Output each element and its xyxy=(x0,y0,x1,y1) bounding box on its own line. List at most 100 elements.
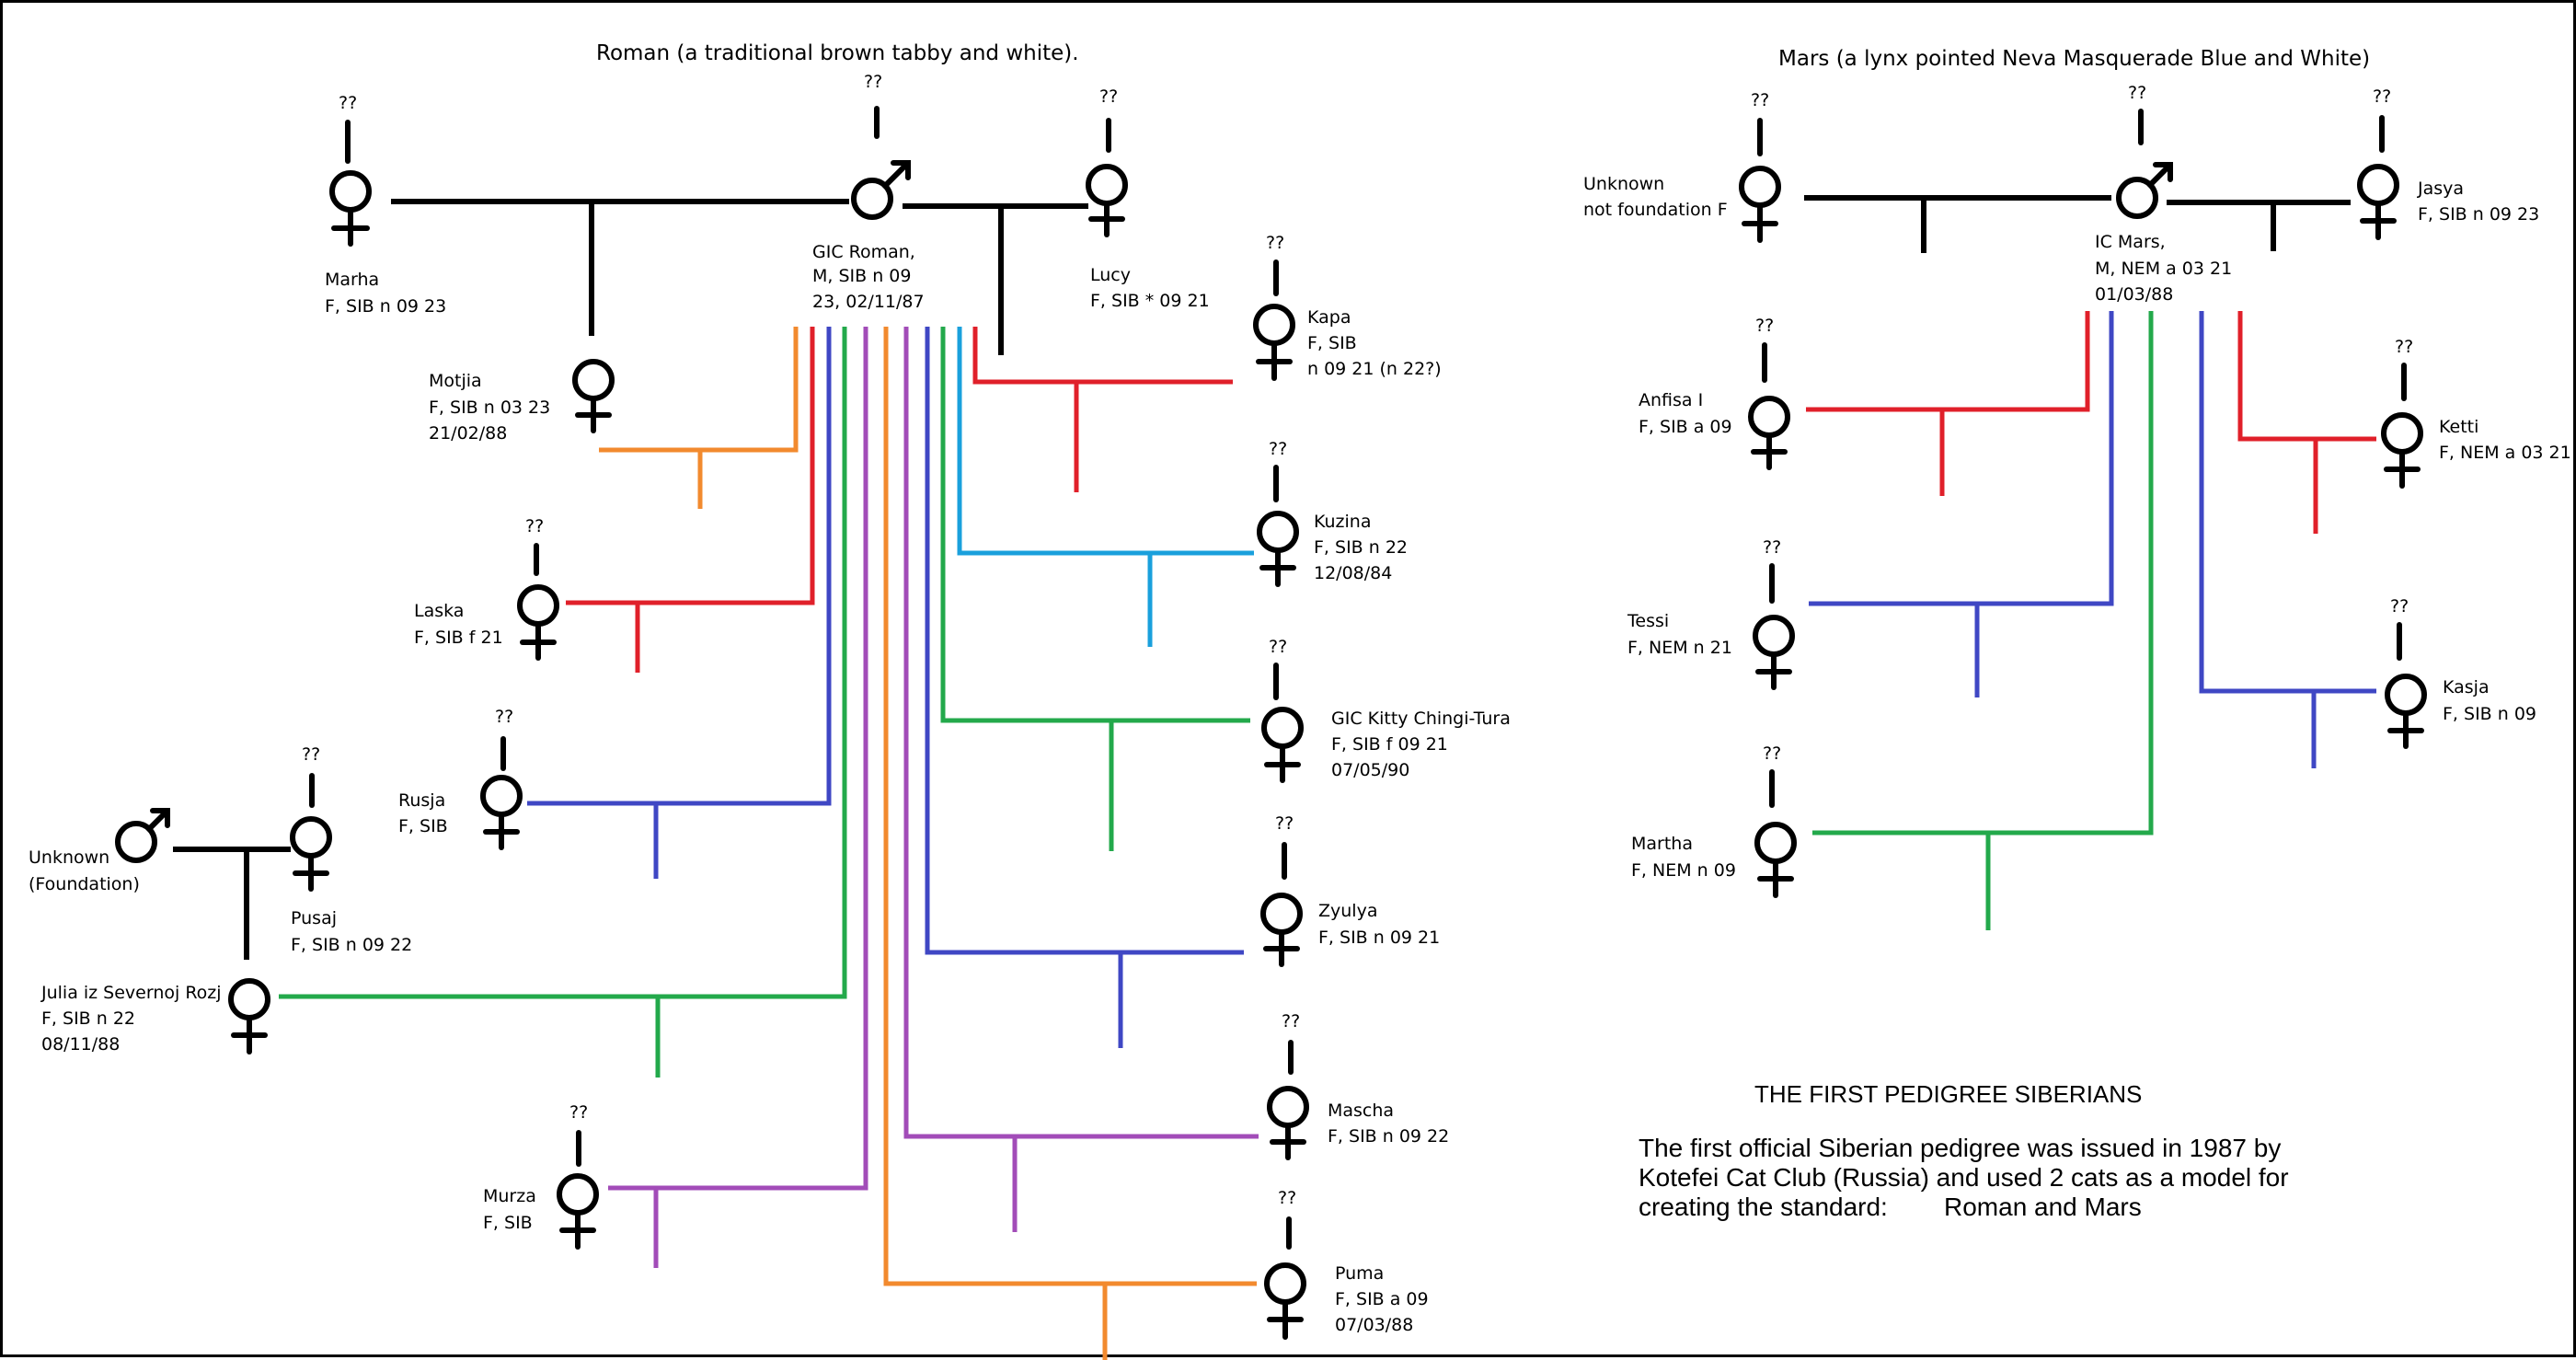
zyulya-reg: F, SIB n 09 21 xyxy=(1318,928,1440,948)
zyulya-unknown: ?? xyxy=(1275,813,1294,834)
roman-x-julia-line xyxy=(279,327,847,1078)
kuzina-unknown: ?? xyxy=(1269,439,1287,459)
roman-label-reg: M, SIB n 09 xyxy=(812,266,911,286)
murza-unknown: ?? xyxy=(569,1102,588,1123)
marha-name: Marha xyxy=(325,270,379,290)
kitty-female-symbol xyxy=(1261,663,1304,783)
anfisa-name: Anfisa I xyxy=(1639,390,1703,410)
kitty-reg: F, SIB f 09 21 xyxy=(1331,734,1448,755)
unknown-parent-name: Unknown xyxy=(1583,174,1664,194)
pedigree-diagram: Roman (a traditional brown tabby and whi… xyxy=(29,41,2571,1360)
zyulya-name: Zyulya xyxy=(1318,901,1377,921)
mars-label-date: 01/03/88 xyxy=(2095,284,2173,305)
roman-label-date: 23, 02/11/87 xyxy=(812,292,925,312)
ketti-unknown: ?? xyxy=(2395,337,2413,357)
ketti-female-symbol xyxy=(2381,363,2423,489)
mars-x-ketti-line xyxy=(2237,311,2376,534)
roman-label-name: GIC Roman, xyxy=(812,242,915,262)
unknown-parent-note: not foundation F xyxy=(1583,200,1728,220)
kitty-name: GIC Kitty Chingi-Tura xyxy=(1331,709,1511,729)
kuzina-name: Kuzina xyxy=(1314,512,1372,532)
mars-x-anfisa-line xyxy=(1806,311,2090,496)
lucy-reg: F, SIB * 09 21 xyxy=(1090,291,1210,311)
puma-name: Puma xyxy=(1335,1263,1384,1284)
roman-x-kitty-line xyxy=(940,327,1250,851)
kasja-reg: F, SIB n 09 xyxy=(2443,704,2536,724)
lucy-name: Lucy xyxy=(1090,265,1131,285)
roman-x-motjia-line xyxy=(599,327,799,509)
lucy-female-symbol xyxy=(1086,118,1128,237)
mars-x-martha-line xyxy=(1812,311,2154,930)
kapa-reg2: n 09 21 (n 22?) xyxy=(1307,359,1442,379)
anfisa-reg: F, SIB a 09 xyxy=(1639,417,1732,437)
julia-parents-mating-line xyxy=(173,847,291,960)
unknown-parent-unknown: ?? xyxy=(1751,90,1769,110)
roman-x-rusja-line xyxy=(527,327,832,879)
anfisa-unknown: ?? xyxy=(1755,316,1774,336)
mars-x-kasja-line xyxy=(2199,311,2376,768)
kitty-unknown: ?? xyxy=(1269,637,1287,657)
caption-line-3b: Roman and Mars xyxy=(1944,1193,2142,1221)
kapa-name: Kapa xyxy=(1307,307,1351,328)
kapa-reg: F, SIB xyxy=(1307,333,1357,353)
caption-line-2: Kotefei Cat Club (Russia) and used 2 cat… xyxy=(1639,1163,2289,1192)
puma-unknown: ?? xyxy=(1278,1188,1296,1208)
rusja-unknown: ?? xyxy=(495,707,513,727)
murza-name: Murza xyxy=(483,1186,536,1206)
julia-female-symbol xyxy=(228,978,270,1055)
laska-reg: F, SIB f 21 xyxy=(414,628,503,648)
puma-reg: F, SIB a 09 xyxy=(1335,1289,1429,1309)
jasya-unknown: ?? xyxy=(2373,86,2391,107)
jasya-female-symbol xyxy=(2357,115,2399,240)
mars-label-name: IC Mars, xyxy=(2095,232,2166,252)
mascha-reg: F, SIB n 09 22 xyxy=(1328,1126,1449,1147)
mars-x-tessi-line xyxy=(1809,311,2114,697)
laska-female-symbol xyxy=(517,543,559,661)
kasja-female-symbol xyxy=(2385,622,2427,749)
motjia-female-symbol xyxy=(572,359,615,433)
julia-date: 08/11/88 xyxy=(41,1034,120,1055)
mars-mating-lines xyxy=(1804,195,2351,253)
mascha-unknown: ?? xyxy=(1282,1011,1300,1032)
motjia-reg: F, SIB n 03 23 xyxy=(429,398,550,418)
marha-reg: F, SIB n 09 23 xyxy=(325,296,446,317)
roman-x-murza-line xyxy=(608,327,868,1268)
foundation-male-symbol xyxy=(115,808,170,863)
motjia-name: Motjia xyxy=(429,371,482,391)
mascha-female-symbol xyxy=(1267,1040,1309,1160)
roman-x-puma-line xyxy=(883,327,1257,1360)
julia-name: Julia iz Severnoj Rozj xyxy=(40,983,222,1003)
roman-x-laska-line xyxy=(566,327,815,673)
julia-reg: F, SIB n 22 xyxy=(41,1008,135,1029)
murza-reg: F, SIB xyxy=(483,1213,533,1233)
kuzina-reg: F, SIB n 22 xyxy=(1314,537,1408,558)
roman-x-kapa-line xyxy=(972,327,1233,492)
kuzina-female-symbol xyxy=(1257,465,1299,587)
roman-mating-lines xyxy=(391,199,1088,355)
kasja-name: Kasja xyxy=(2443,677,2490,697)
rusja-female-symbol xyxy=(480,736,523,850)
roman-x-mascha-line xyxy=(903,327,1259,1232)
kapa-female-symbol xyxy=(1253,259,1295,381)
rusja-reg: F, SIB xyxy=(398,816,448,836)
unknown-parent-female-symbol xyxy=(1739,118,1781,243)
jasya-reg: F, SIB n 09 23 xyxy=(2418,204,2539,225)
mars-male-symbol xyxy=(2116,109,2173,219)
martha-unknown: ?? xyxy=(1763,743,1781,764)
laska-unknown: ?? xyxy=(525,516,544,536)
motjia-date: 21/02/88 xyxy=(429,423,507,444)
jasya-name: Jasya xyxy=(2417,179,2464,199)
caption-line-3a: creating the standard: xyxy=(1639,1193,1888,1221)
caption-line-1: The first official Siberian pedigree was… xyxy=(1639,1134,2281,1162)
mascha-name: Mascha xyxy=(1328,1101,1394,1121)
kuzina-date: 12/08/84 xyxy=(1314,563,1392,583)
lucy-unknown: ?? xyxy=(1099,86,1118,107)
pusaj-unknown: ?? xyxy=(302,744,320,765)
roman-unknown-father: ?? xyxy=(864,72,882,92)
kasja-unknown: ?? xyxy=(2390,596,2409,617)
pusaj-reg: F, SIB n 09 22 xyxy=(291,935,412,955)
tessi-female-symbol xyxy=(1753,563,1795,690)
mars-tree-title: Mars (a lynx pointed Neva Masquerade Blu… xyxy=(1778,47,2370,71)
mars-label-reg: M, NEM a 03 21 xyxy=(2095,259,2232,279)
